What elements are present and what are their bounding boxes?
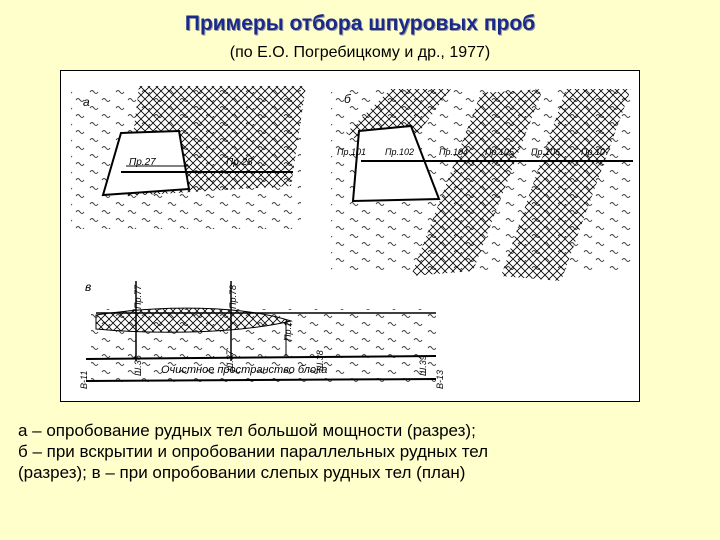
label-sh39: Ш.39: [418, 355, 428, 376]
panel-b: б Пр.101 Пр.102 Пр.104 Пр.105 Пр.106 Пр.…: [331, 89, 633, 281]
label-sh37: Ш.37: [225, 349, 235, 371]
block-bottom-v: [85, 378, 437, 382]
caption-line-2: б – при вскрытии и опробовании параллель…: [18, 442, 489, 461]
label-v11: В-11: [79, 371, 89, 389]
figure-caption: а – опробование рудных тел большой мощно…: [18, 420, 708, 483]
panel-v-letter: в: [85, 280, 91, 294]
ore-body-b3: [501, 89, 631, 281]
label-pr27: Пр.27: [129, 157, 156, 168]
label-pr105: Пр.105: [485, 147, 515, 157]
label-pr101: Пр.101: [337, 147, 366, 157]
block-top-v: [85, 355, 437, 360]
panel-a: а Пр.27 Пр.28: [71, 86, 306, 229]
panel-a-letter: а: [83, 95, 90, 109]
label-pr77: Пр.77: [133, 284, 143, 309]
panel-b-letter: б: [344, 92, 352, 106]
panel-v: в Пр.77 Пр.78 Пр.1 В-11 Ш.36 Ш.37 Ш.38 Ш…: [79, 280, 445, 389]
label-pr107: Пр.107: [581, 147, 611, 157]
label-pr78: Пр.78: [228, 285, 238, 309]
label-v13: В-13: [435, 370, 445, 389]
blind-ore-body-v: [95, 307, 293, 333]
label-pr1: Пр.1: [283, 322, 293, 341]
slide-subtitle: (по Е.О. Погребицкому и др., 1977): [229, 44, 491, 61]
label-pr106: Пр.106: [531, 147, 560, 157]
label-block-space: Очистное пространство блока: [161, 364, 327, 376]
slide-title: Примеры отбора шпуровых проб: [184, 12, 536, 35]
label-pr28: Пр.28: [226, 157, 253, 168]
label-pr102: Пр.102: [385, 147, 414, 157]
label-sh38: Ш.38: [315, 350, 325, 371]
label-pr104: Пр.104: [439, 147, 468, 157]
caption-line-3: (разрез); в – при опробовании слепых руд…: [18, 463, 466, 482]
label-sh36: Ш.36: [133, 355, 143, 376]
working-a: [101, 129, 191, 197]
working-b: [351, 124, 441, 203]
sampling-diagram: а Пр.27 Пр.28 б Пр.101 Пр.102 Пр.104 Пр.…: [60, 70, 640, 402]
ore-body-b2: [411, 89, 543, 276]
caption-line-1: а – опробование рудных тел большой мощно…: [18, 421, 476, 440]
